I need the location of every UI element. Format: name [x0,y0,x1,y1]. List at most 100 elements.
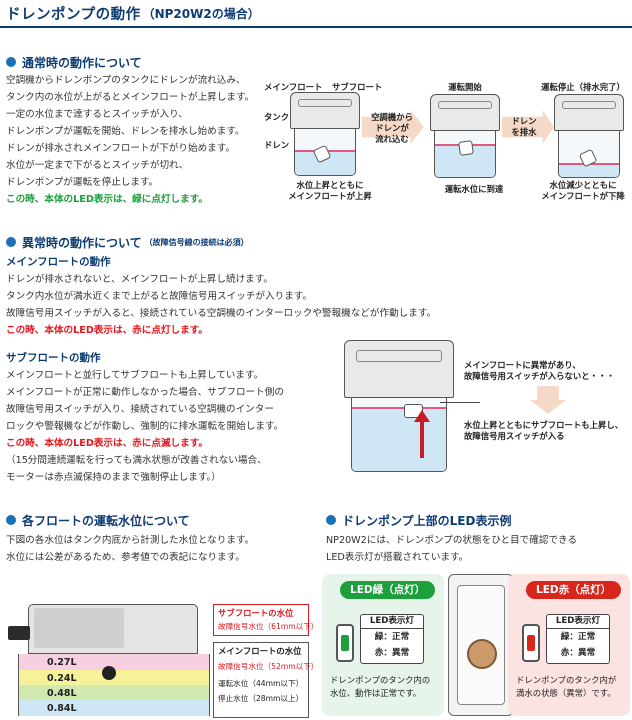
text-line: 一定の水位まで達するとスイッチが入り、 [6,109,188,120]
text-line: タンク内水位が満水近くまで上がると故障信号用スイッチが入ります。 [6,291,313,302]
led-device-icon [336,624,354,662]
section-heading-normal: 通常時の動作について [6,52,142,72]
label-drain: ドレン [264,140,290,150]
led-red-pill: LED赤（点灯） [526,581,622,599]
led-legend-title: LED表示灯 [361,615,423,629]
text-line: ロックや警報機などが作動し、強制的に排水運転を開始します。 [6,421,284,432]
led-legend-green: 緑：正常 [560,632,596,642]
footnote-line: モーターは赤点滅保持のままで強制停止します。） [6,472,221,483]
sub-float-title: サブフロートの動作 [6,352,101,364]
text-line: 空調機からドレンポンプのタンクにドレンが流れ込み、 [6,75,246,86]
level-band-0.24L: 0.24L [19,670,209,686]
led-note-red-blink: この時、本体のLED表示は、赤に点滅します。 [6,438,208,449]
led-note-red: この時、本体のLED表示は、赤に点灯します。 [6,325,208,336]
level-band-0.48L: 0.48L [19,685,209,701]
section-heading-abnormal: 異常時の動作について （故障信号線の接続は必須） [6,232,249,252]
main-float-level-title: メインフロートの水位 [218,646,302,656]
level-band-0.84L: 0.84L [19,700,209,716]
page-title-main: ドレンポンプの動作 [6,6,141,23]
page-title-model: （NP20W2の場合） [142,6,260,21]
rise-arrow-icon [414,410,430,422]
pump-stage-1 [290,92,360,176]
section-title: ドレンポンプ上部のLED表示例 [342,513,512,528]
pump-stage-2 [430,94,500,178]
led-red-panel: LED赤（点灯） LED表示灯 緑：正常 赤：異常 ドレンポンプのタンク内が 満… [508,574,630,716]
float-level-diagram: 0.27L 0.24L 0.48L 0.84L [4,604,210,716]
led-description: NP20W2には、ドレンポンプの状態をひと目で確認できる LED表示灯が搭載され… [326,532,577,566]
abnormal-operation-diagram: メインフロートに異常があり、 故障信号用スイッチが入らないと・・・ 水位上昇とと… [340,340,632,480]
sub-float-block: サブフロートの動作 メインフロートと並行してサブフロートも上昇しています。 メイ… [6,350,284,486]
callout-leader [440,402,480,403]
text-line: NP20W2には、ドレンポンプの状態をひと目で確認できる [326,535,578,546]
section-heading-levels: 各フロートの運転水位について [6,510,190,530]
led-green-pill: LED緑（点灯） [340,581,436,599]
caption-stage-3: 水位減少とともに メインフロートが下降 [541,180,625,201]
text-line: ドレンポンプが運転を停止します。 [6,177,159,188]
label-tank: タンク [264,112,290,122]
led-legend-red: 赤：異常 [560,648,596,658]
footnote-line: （15分間連続運転を行っても満水状態が改善されない場合、 [6,455,267,466]
text-line: ドレンポンプが運転を開始、ドレンを排水し始めます。 [6,126,245,137]
section-heading-led: ドレンポンプ上部のLED表示例 [326,510,511,530]
section-title: 各フロートの運転水位について [22,513,190,528]
arrow-drain-label: ドレン を排水 [511,116,537,137]
text-line: メインフロートが正常に動作しなかった場合、サブフロート側の [6,387,284,398]
page-title: ドレンポンプの動作 （NP20W2の場合） [0,0,632,26]
section-title: 異常時の動作について [22,235,142,250]
section-title: 通常時の動作について [22,55,142,70]
text-line: 水位には公差があるため、参考値での表記になります。 [6,552,245,563]
bullet-icon [326,515,336,525]
text-line: ドレンが排水されないと、メインフロートが上昇し続けます。 [6,274,273,285]
text-line: メインフロートと並行してサブフロートも上昇しています。 [6,370,264,381]
level-tank: 0.27L 0.24L 0.48L 0.84L [18,654,210,716]
caption-stage-2: 運転水位に到達 [444,184,504,194]
main-float-block: メインフロートの動作 ドレンが排水されないと、メインフロートが上昇し続けます。 … [6,254,436,339]
text-line: 故障信号用スイッチが入ると、接続されている空調機のインターロックや警報機などが作… [6,308,437,319]
arrow-inflow-label: 空調機から ドレンが 流れ込む [371,112,413,144]
level-band-0.27L: 0.27L [19,654,209,670]
text-line: 故障信号用スイッチが入り、接続されている空調機のインター [6,404,274,415]
title-divider [0,26,632,28]
led-red-caption: ドレンポンプのタンク内が 満水の状態（異常）です。 [516,675,617,698]
led-legend-box: LED表示灯 緑：正常 赤：異常 [360,614,424,664]
stage-3-title: 運転停止（排水完了） [541,82,625,92]
led-legend-title: LED表示灯 [547,615,609,629]
sub-float-level-title: サブフロートの水位 [218,608,294,618]
levels-description: 下図の各水位はタンク内底から計測した水位となります。 水位には公差があるため、参… [6,532,254,566]
pump-stage-3 [554,94,624,178]
callout-main-float-fail: メインフロートに異常があり、 故障信号用スイッチが入らないと・・・ [464,360,615,381]
down-arrow-icon [530,386,566,414]
text-line: 下図の各水位はタンク内底から計測した水位となります。 [6,535,255,546]
bullet-icon [6,515,16,525]
label-sub-float: サブフロート [332,82,383,92]
pump-top-view [448,574,514,716]
pump-motor [34,608,124,648]
inlet-port [8,626,30,640]
sub-float-level-box: サブフロートの水位 故障信号水位（61mm以下） [213,604,319,636]
normal-description: 空調機からドレンポンプのタンクにドレンが流れ込み、 タンク内の水位が上がるとメイ… [6,72,254,208]
float-marker-icon [102,666,116,680]
main-float-level-box: メインフロートの水位 故障信号水位（52mm以下） 運転水位（44mm以下） 停… [213,642,319,718]
bullet-icon [6,237,16,247]
led-device-icon [522,624,540,662]
led-legend-green: 緑：正常 [374,632,410,642]
main-float-level-fail: 故障信号水位（52mm以下） [218,662,319,671]
stage-2-title: 運転開始 [448,82,482,92]
main-float-title: メインフロートの動作 [6,256,111,268]
pump-abnormal [344,340,454,472]
led-note-green: この時、本体のLED表示は、緑に点灯します。 [6,194,208,205]
main-float-level-stop: 停止水位（28mm以上） [218,694,304,703]
bullet-icon [6,57,16,67]
rise-arrow-shaft [420,418,424,458]
led-legend-red: 赤：異常 [374,648,410,658]
section-note: （故障信号線の接続は必須） [144,237,249,247]
led-green-caption: ドレンポンプのタンク内の 水位、動作は正常です。 [330,675,431,698]
normal-operation-diagram: メインフロート サブフロート タンク ドレン 水位上昇とともに メインフロートが… [262,80,632,210]
text-line: タンク内の水位が上がるとメインフロートが上昇します。 [6,92,255,103]
callout-sub-float-rise: 水位上昇とともにサブフロートも上昇し、 故障信号用スイッチが入る [464,420,624,441]
sub-float-level-value: 故障信号水位（61mm以下） [218,622,319,631]
led-green-panel: LED緑（点灯） LED表示灯 緑：正常 赤：異常 ドレンポンプのタンク内の 水… [322,574,444,716]
text-line: LED表示灯が搭載されています。 [326,552,469,563]
caption-stage-1: 水位上昇とともに メインフロートが上昇 [288,180,372,201]
led-legend-box: LED表示灯 緑：正常 赤：異常 [546,614,610,664]
